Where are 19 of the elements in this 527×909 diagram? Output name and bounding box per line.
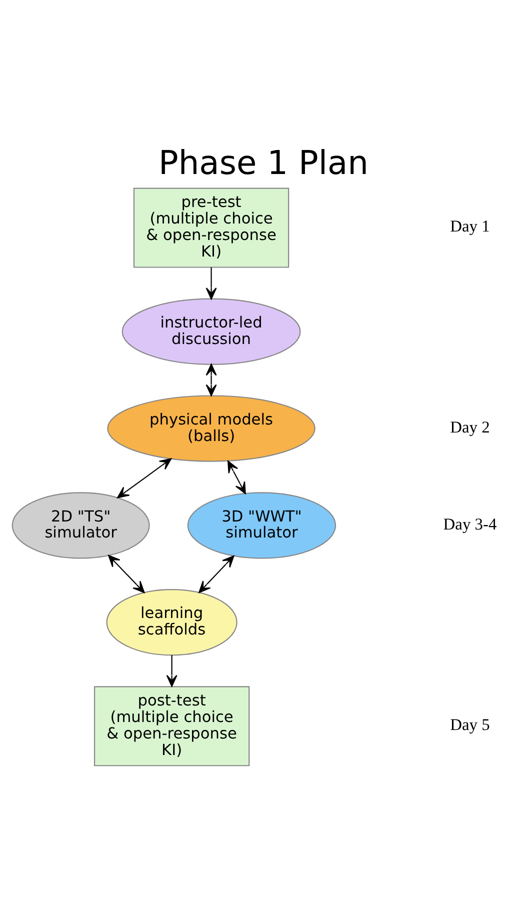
label: Day 2	[450, 417, 490, 436]
node-ellipse: 2D "TS" simulator	[12, 492, 150, 559]
node-ellipse: physical models (balls)	[107, 395, 316, 462]
diagram-title: Phase 1 Plan	[158, 143, 368, 182]
node-ellipse: 3D "WWT" simulator	[187, 492, 336, 559]
arrow	[198, 555, 234, 593]
node-box: post-test (multiple choice & open-response KI)	[94, 686, 250, 766]
label: Day 5	[450, 714, 490, 734]
node-ellipse: instructor-led discussion	[122, 298, 301, 365]
node-box: pre-test (multiple choice & open-response KI)	[133, 188, 290, 268]
arrow	[166, 655, 178, 687]
label: Day 1	[450, 216, 490, 236]
node-ellipse: learning scaffolds	[106, 589, 238, 656]
arrow	[117, 458, 172, 498]
arrow	[206, 267, 217, 300]
arrow	[228, 460, 246, 494]
label: Day 3-4	[443, 514, 497, 534]
arrow	[206, 364, 217, 396]
arrow	[108, 554, 145, 594]
